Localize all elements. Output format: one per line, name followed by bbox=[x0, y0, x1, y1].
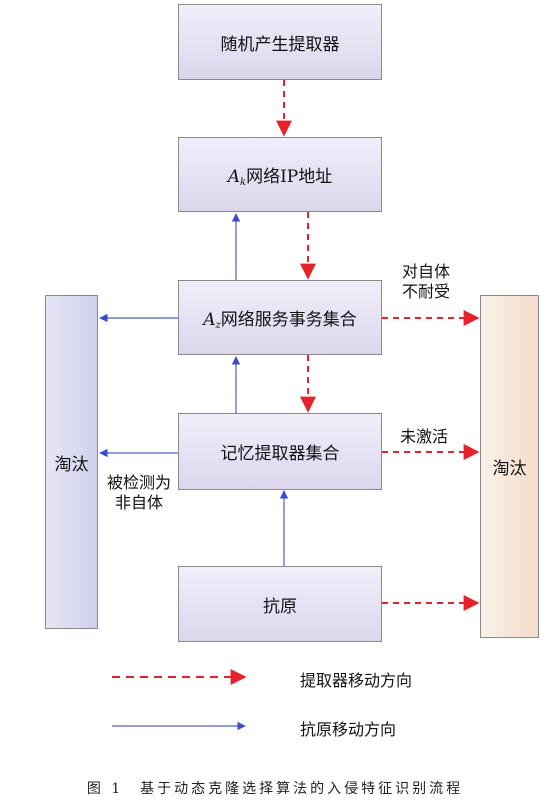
box-antigen-label: 抗原 bbox=[263, 596, 297, 617]
box-az-service: Az网络服务事务集合 bbox=[178, 280, 382, 355]
box-antigen: 抗原 bbox=[178, 566, 382, 642]
label-self-intolerant-line2: 不耐受 bbox=[401, 282, 450, 301]
box-az-service-label: Az网络服务事务集合 bbox=[203, 305, 357, 331]
label-not-activated-text: 未激活 bbox=[399, 427, 448, 446]
box-eliminate-left: 淘汰 bbox=[45, 295, 98, 629]
ak-sub: k bbox=[240, 176, 247, 188]
box-eliminate-right: 淘汰 bbox=[480, 295, 539, 638]
box-ak-ip-label: Ak网络IP地址 bbox=[228, 162, 333, 188]
label-self-intolerant-line1: 对自体 bbox=[401, 262, 450, 281]
az-text: 网络服务事务集合 bbox=[220, 309, 357, 330]
label-detected-line1: 被检测为 bbox=[106, 473, 171, 492]
box-ak-ip: Ak网络IP地址 bbox=[178, 137, 382, 212]
box-eliminate-right-label: 淘汰 bbox=[492, 459, 527, 479]
box-random-generate: 随机产生提取器 bbox=[178, 4, 382, 80]
ak-text: 网络IP地址 bbox=[246, 166, 333, 187]
label-detected-nonself: 被检测为 非自体 bbox=[94, 473, 184, 513]
az-prefix: A bbox=[203, 309, 216, 330]
az-sub: z bbox=[215, 319, 221, 331]
figure-caption: 图 1 基于动态克隆选择算法的入侵特征识别流程 bbox=[86, 781, 464, 797]
box-eliminate-left-label: 淘汰 bbox=[54, 454, 89, 475]
label-detected-line2: 非自体 bbox=[114, 493, 163, 512]
box-memory-extractor: 记忆提取器集合 bbox=[178, 413, 382, 490]
label-not-activated: 未激活 bbox=[384, 427, 464, 447]
label-self-intolerant: 对自体 不耐受 bbox=[382, 262, 470, 302]
legend-antigen-text: 抗原移动方向 bbox=[300, 720, 397, 739]
legend-extractor-text: 提取器移动方向 bbox=[300, 671, 413, 690]
ak-prefix: A bbox=[227, 166, 241, 187]
box-random-generate-label: 随机产生提取器 bbox=[220, 34, 340, 55]
box-memory-extractor-label: 记忆提取器集合 bbox=[220, 444, 340, 464]
